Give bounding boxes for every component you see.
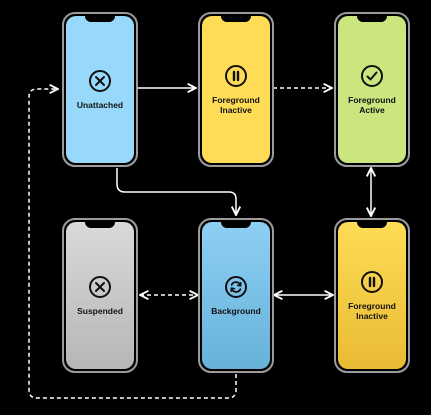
arrow-background-to-unattached (28, 89, 237, 399)
state-label: Unattached (76, 99, 124, 110)
state-suspended: Suspended (62, 218, 138, 373)
phone-notch (357, 16, 387, 22)
refresh-circle-icon (225, 275, 247, 298)
state-background: Background (198, 218, 274, 373)
state-label: Foreground Inactive (212, 94, 260, 116)
state-foreground-inactive-top: Foreground Inactive (198, 12, 274, 167)
x-circle-icon (89, 275, 111, 298)
state-label: Foreground Active (348, 94, 396, 116)
state-label: Foreground Inactive (348, 300, 396, 322)
phone-notch (85, 16, 115, 22)
pause-circle-icon (225, 64, 247, 87)
x-circle-icon (89, 69, 111, 92)
phone-notch (221, 222, 251, 228)
phone-notch (85, 222, 115, 228)
state-foreground-active: Foreground Active (334, 12, 410, 167)
state-unattached: Unattached (62, 12, 138, 167)
arrow-unattached-to-background (116, 168, 236, 215)
phone-notch (221, 16, 251, 22)
phone-notch (357, 222, 387, 228)
state-label: Background (211, 305, 261, 316)
state-foreground-inactive-bottom: Foreground Inactive (334, 218, 410, 373)
pause-circle-icon (361, 270, 383, 293)
state-label: Suspended (77, 305, 123, 316)
checkmark-circle-icon (361, 64, 383, 87)
